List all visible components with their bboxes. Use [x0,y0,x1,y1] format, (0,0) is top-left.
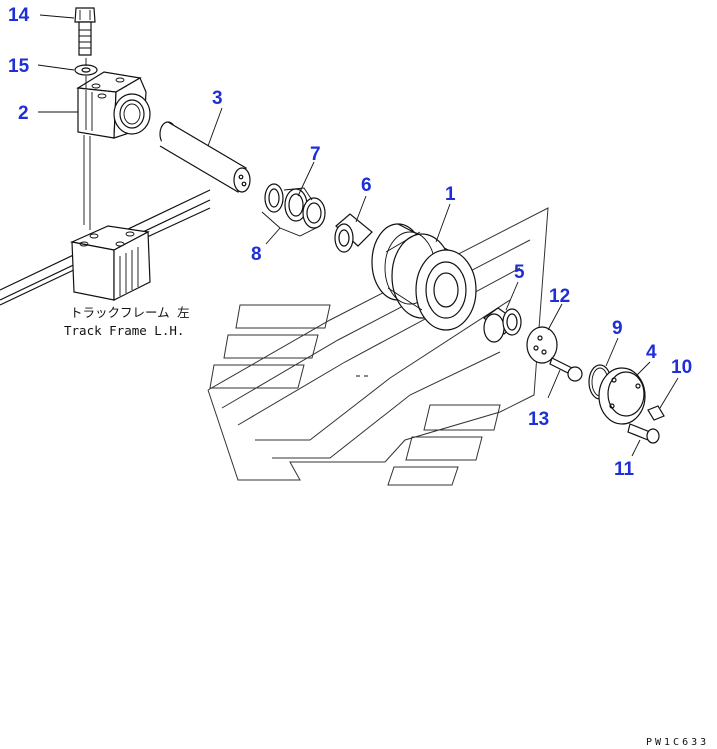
callout-9: 9 [612,318,623,339]
frame-mount-block [70,225,151,301]
part-1-track-roller [371,223,477,331]
part-10-plug [647,405,665,421]
callout-11: 11 [614,459,635,480]
callout-5: 5 [514,262,525,283]
part-12-plate [526,326,558,364]
part-6-bushing [334,213,373,253]
callout-labels: 14 15 2 3 7 6 1 8 5 12 9 4 10 13 11 [8,5,692,480]
part-7-8-seal-set [261,183,326,237]
frame-label-english: Track Frame L.H. [64,323,184,338]
frame-label-japanese: トラックフレーム 左 [70,305,190,320]
part-15-washer [74,64,98,76]
callout-1: 1 [445,184,456,205]
callout-8: 8 [251,244,262,265]
part-14-bolt [74,7,96,56]
drawing-code: PW1C633 [646,737,709,748]
part-3-shaft [159,121,251,193]
track-frame-label: トラックフレーム 左 Track Frame L.H. [64,305,190,338]
callout-7: 7 [310,144,321,165]
callout-15: 15 [8,56,30,77]
callout-10: 10 [671,357,692,378]
background-machine-outline [207,207,549,486]
callout-12: 12 [549,286,570,307]
callout-13: 13 [528,409,549,430]
callout-14: 14 [8,5,30,26]
part-4-cover [598,367,646,425]
part-13-bolt [549,357,583,382]
leader-lines [37,14,679,457]
part-11-bolt [627,423,660,444]
assembly-guide-lines [83,58,91,230]
callout-4: 4 [646,342,657,363]
callout-6: 6 [361,175,372,196]
part-2-bracket [76,71,151,139]
callout-3: 3 [212,88,223,109]
part-5-collar [483,307,522,343]
callout-2: 2 [18,103,29,124]
